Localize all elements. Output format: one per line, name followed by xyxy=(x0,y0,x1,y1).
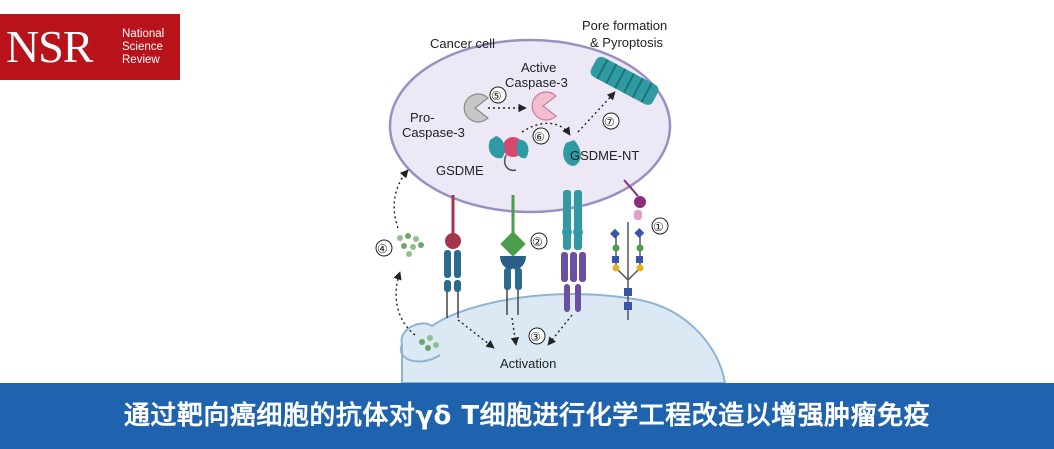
step-5-label: ⑤ xyxy=(491,89,502,103)
t-cell-pocket xyxy=(399,343,441,363)
mechanism-diagram: Cancer cell Pore formation & Pyroptosis … xyxy=(375,18,727,383)
step-4-badge xyxy=(375,239,393,257)
vesicle-granules xyxy=(419,335,439,351)
active-caspase-3-icon xyxy=(531,91,557,121)
gsdme-nt-icon xyxy=(563,140,581,166)
activation-label: Activation xyxy=(500,356,556,371)
gsdme-nt-label: GSDME-NT xyxy=(570,148,639,163)
receptor-btn-complex xyxy=(561,190,586,312)
active-caspase-label-line-2: Caspase-3 xyxy=(505,75,568,90)
pro-caspase-label-line-1: Pro- xyxy=(410,110,435,125)
arrow-step-4-up xyxy=(393,169,409,229)
nsr-logo: NSR National Science Review xyxy=(0,14,180,80)
t-cell xyxy=(400,293,727,383)
receptor-red-antigen xyxy=(444,195,461,318)
step-3-label: ③ xyxy=(530,330,541,344)
arrow-step-7 xyxy=(577,91,616,133)
arrow-step-6 xyxy=(521,122,571,136)
arrow-step-4-release xyxy=(393,271,416,336)
cancer-cell-label: Cancer cell xyxy=(430,36,495,51)
gsdme-label: GSDME xyxy=(436,163,484,178)
cancer-cell xyxy=(388,38,672,214)
logo-line-3: Review xyxy=(122,54,160,66)
step-6-badge xyxy=(532,127,550,145)
step-2-label: ② xyxy=(532,235,543,249)
gsdme-icon xyxy=(488,136,529,172)
pore-icon xyxy=(590,56,659,105)
logo-abbr: NSR xyxy=(6,21,93,72)
arrow-activation-right xyxy=(547,314,573,346)
pro-caspase-3-icon xyxy=(463,93,489,123)
step-4-label: ④ xyxy=(377,242,388,256)
step-6-label: ⑥ xyxy=(534,130,545,144)
logo-name: National Science Review xyxy=(122,28,164,67)
logo-line-1: National xyxy=(122,28,165,40)
cytokine-granules xyxy=(397,233,424,257)
step-1-label: ① xyxy=(653,220,664,234)
receptor-green-antigen xyxy=(500,195,526,315)
active-caspase-label-line-1: Active xyxy=(521,60,556,75)
caption-banner: 通过靶向癌细胞的抗体对γδ T细胞进行化学工程改造以增强肿瘤免疫 xyxy=(0,383,1054,449)
step-3-badge xyxy=(528,327,546,345)
step-5-badge xyxy=(489,86,507,104)
step-2-badge xyxy=(530,232,548,250)
step-7-badge xyxy=(602,112,620,130)
step-1-badge xyxy=(651,217,669,235)
pore-label-line-2: & Pyroptosis xyxy=(590,35,663,50)
logo-line-2: Science xyxy=(122,41,163,53)
pro-caspase-label-line-2: Caspase-3 xyxy=(402,125,465,140)
pore-label-line-1: Pore formation xyxy=(582,18,667,33)
step-7-label: ⑦ xyxy=(604,115,615,129)
